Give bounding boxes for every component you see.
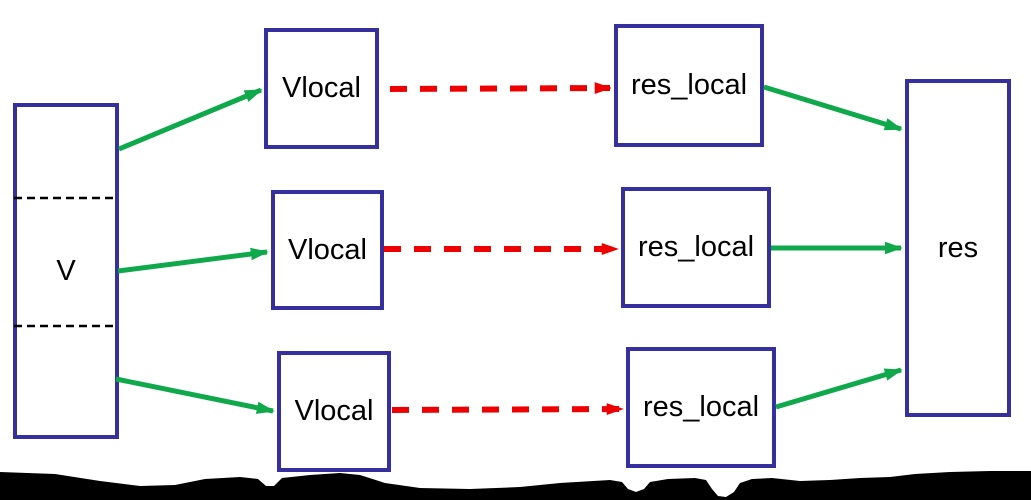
node-res-local-2-label: res_local [637, 231, 755, 263]
bottom-band [0, 471, 1031, 500]
node-res-local-3-label: res_local [642, 391, 760, 423]
edge-v-vlocal-1 [118, 87, 263, 152]
edge-res-local-3-res [775, 367, 903, 410]
edge-vlocal-1-res-local-1 [389, 82, 612, 95]
node-v-label: V [56, 254, 76, 287]
node-vlocal-3-label: Vlocal [294, 395, 374, 427]
node-vlocal-2: Vlocal [271, 190, 384, 310]
edge-res-local-1-res [763, 84, 903, 132]
edge-v-vlocal-3 [115, 376, 275, 414]
node-vlocal-1-label: Vlocal [282, 72, 361, 104]
node-res: res [905, 79, 1011, 417]
node-res-label: res [937, 231, 979, 264]
edge-vlocal-3-res-local-3 [391, 403, 624, 416]
node-vlocal-3: Vlocal [277, 351, 391, 472]
edge-v-vlocal-2 [117, 247, 269, 274]
node-res-local-1-label: res_local [630, 69, 748, 101]
node-res-local-1: res_local [614, 24, 764, 147]
node-res-local-2: res_local [621, 187, 771, 308]
node-vlocal-1: Vlocal [264, 28, 379, 149]
node-res-local-3: res_local [626, 347, 776, 468]
node-v: V [13, 103, 119, 439]
node-vlocal-2-label: Vlocal [288, 233, 367, 266]
